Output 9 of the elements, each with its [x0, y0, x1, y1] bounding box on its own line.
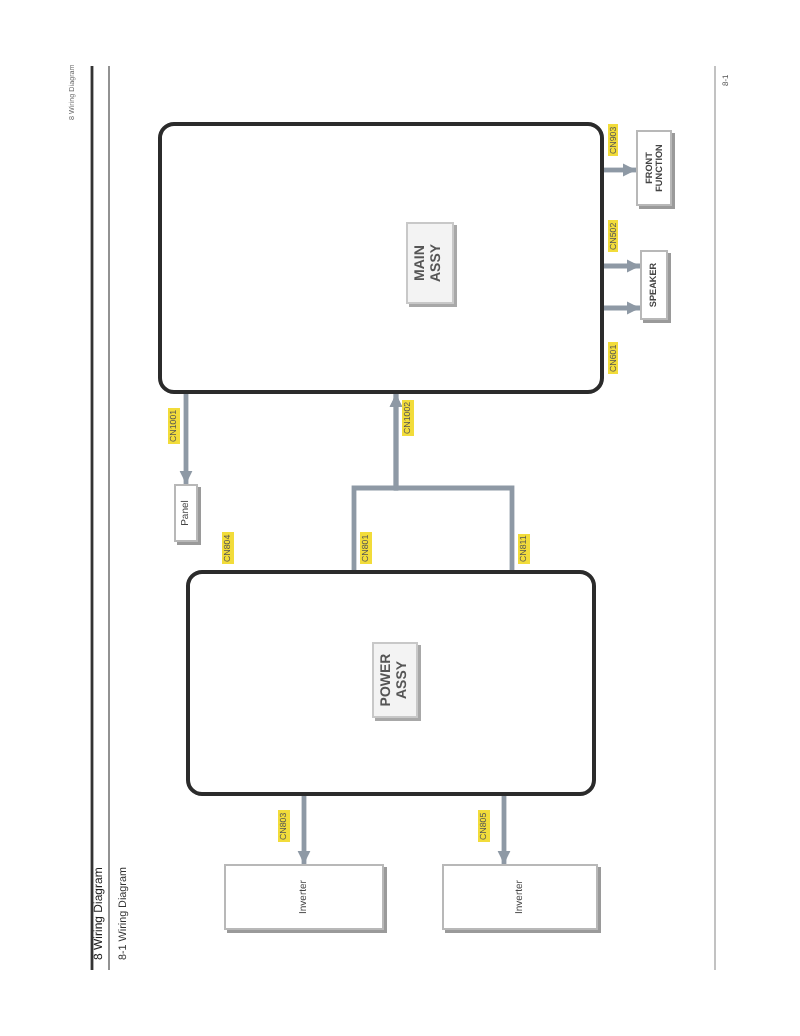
arrow	[604, 301, 640, 315]
arrow	[497, 796, 511, 864]
arrow	[389, 394, 515, 570]
arrow	[604, 259, 640, 273]
arrow	[297, 796, 311, 864]
arrow	[179, 394, 193, 484]
arrow	[604, 163, 636, 177]
circuit-board	[158, 122, 604, 394]
circuit-board	[186, 570, 596, 796]
